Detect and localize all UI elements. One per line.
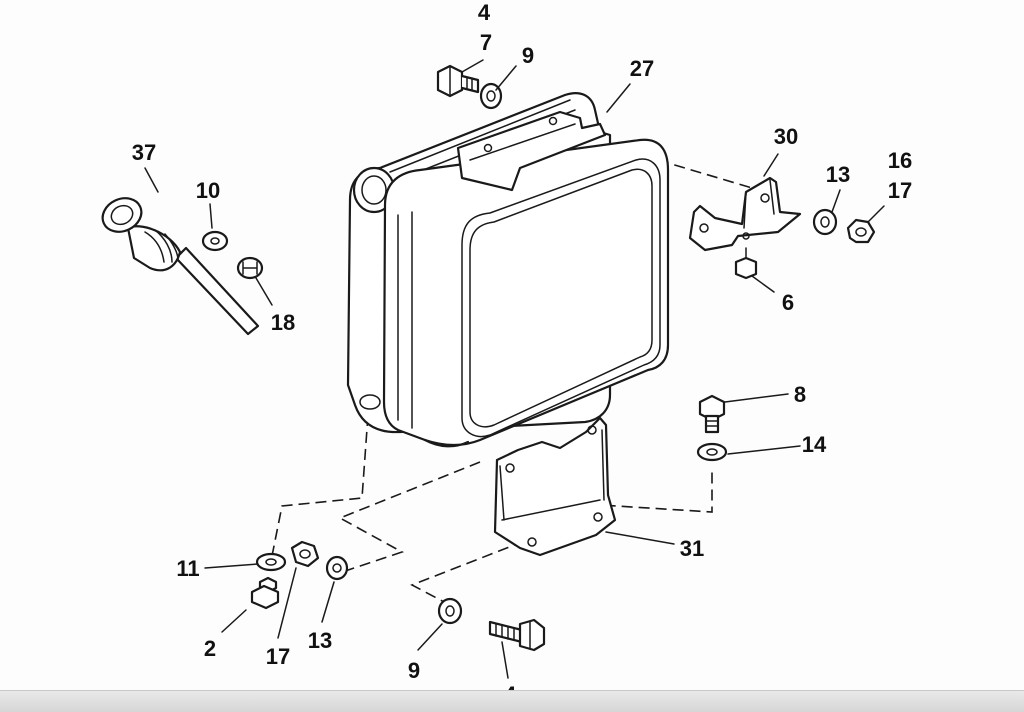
label-17-bottom: 17 (266, 644, 290, 669)
label-9-top: 9 (522, 43, 534, 68)
callout-labels: 4 7 9 27 37 10 18 30 13 16 17 6 8 14 31 … (132, 0, 912, 707)
label-18: 18 (271, 310, 295, 335)
nut-17-right (846, 218, 876, 244)
label-11: 11 (176, 556, 199, 581)
label-10: 10 (196, 178, 220, 203)
nut-17-bottom (290, 540, 320, 568)
label-27: 27 (630, 56, 654, 81)
washer-13-bottom (325, 555, 349, 581)
washer-14 (696, 442, 728, 462)
label-30: 30 (774, 124, 798, 149)
label-13-bottom: 13 (308, 628, 332, 653)
bracket-30 (688, 176, 802, 252)
label-7: 7 (480, 30, 492, 55)
label-13-right: 13 (826, 162, 850, 187)
label-8: 8 (794, 382, 806, 407)
dipstick (101, 197, 260, 336)
label-6: 6 (782, 290, 794, 315)
window-bottom-edge (0, 690, 1024, 712)
label-9-bottom: 9 (408, 658, 420, 683)
washer-9-bottom (437, 597, 463, 625)
label-14: 14 (802, 432, 827, 457)
label-17-right: 17 (888, 178, 912, 203)
label-37: 37 (132, 140, 156, 165)
label-2: 2 (204, 636, 216, 661)
label-31: 31 (680, 536, 704, 561)
bolt-8 (698, 394, 726, 434)
part-18 (236, 256, 264, 280)
leader-lines (144, 59, 885, 679)
bolt-6 (734, 247, 758, 280)
label-16: 16 (888, 148, 912, 173)
washer-11 (255, 552, 287, 572)
washer-13-right (812, 208, 838, 236)
oil-tank (346, 92, 670, 448)
washer-10 (201, 230, 229, 252)
assembly-guide-lines (271, 159, 753, 605)
label-4-top: 4 (478, 0, 491, 25)
plug-2 (250, 576, 280, 610)
bracket-31 (493, 416, 617, 557)
bolt-4-bottom (488, 618, 546, 652)
bolt-7 (436, 64, 480, 98)
